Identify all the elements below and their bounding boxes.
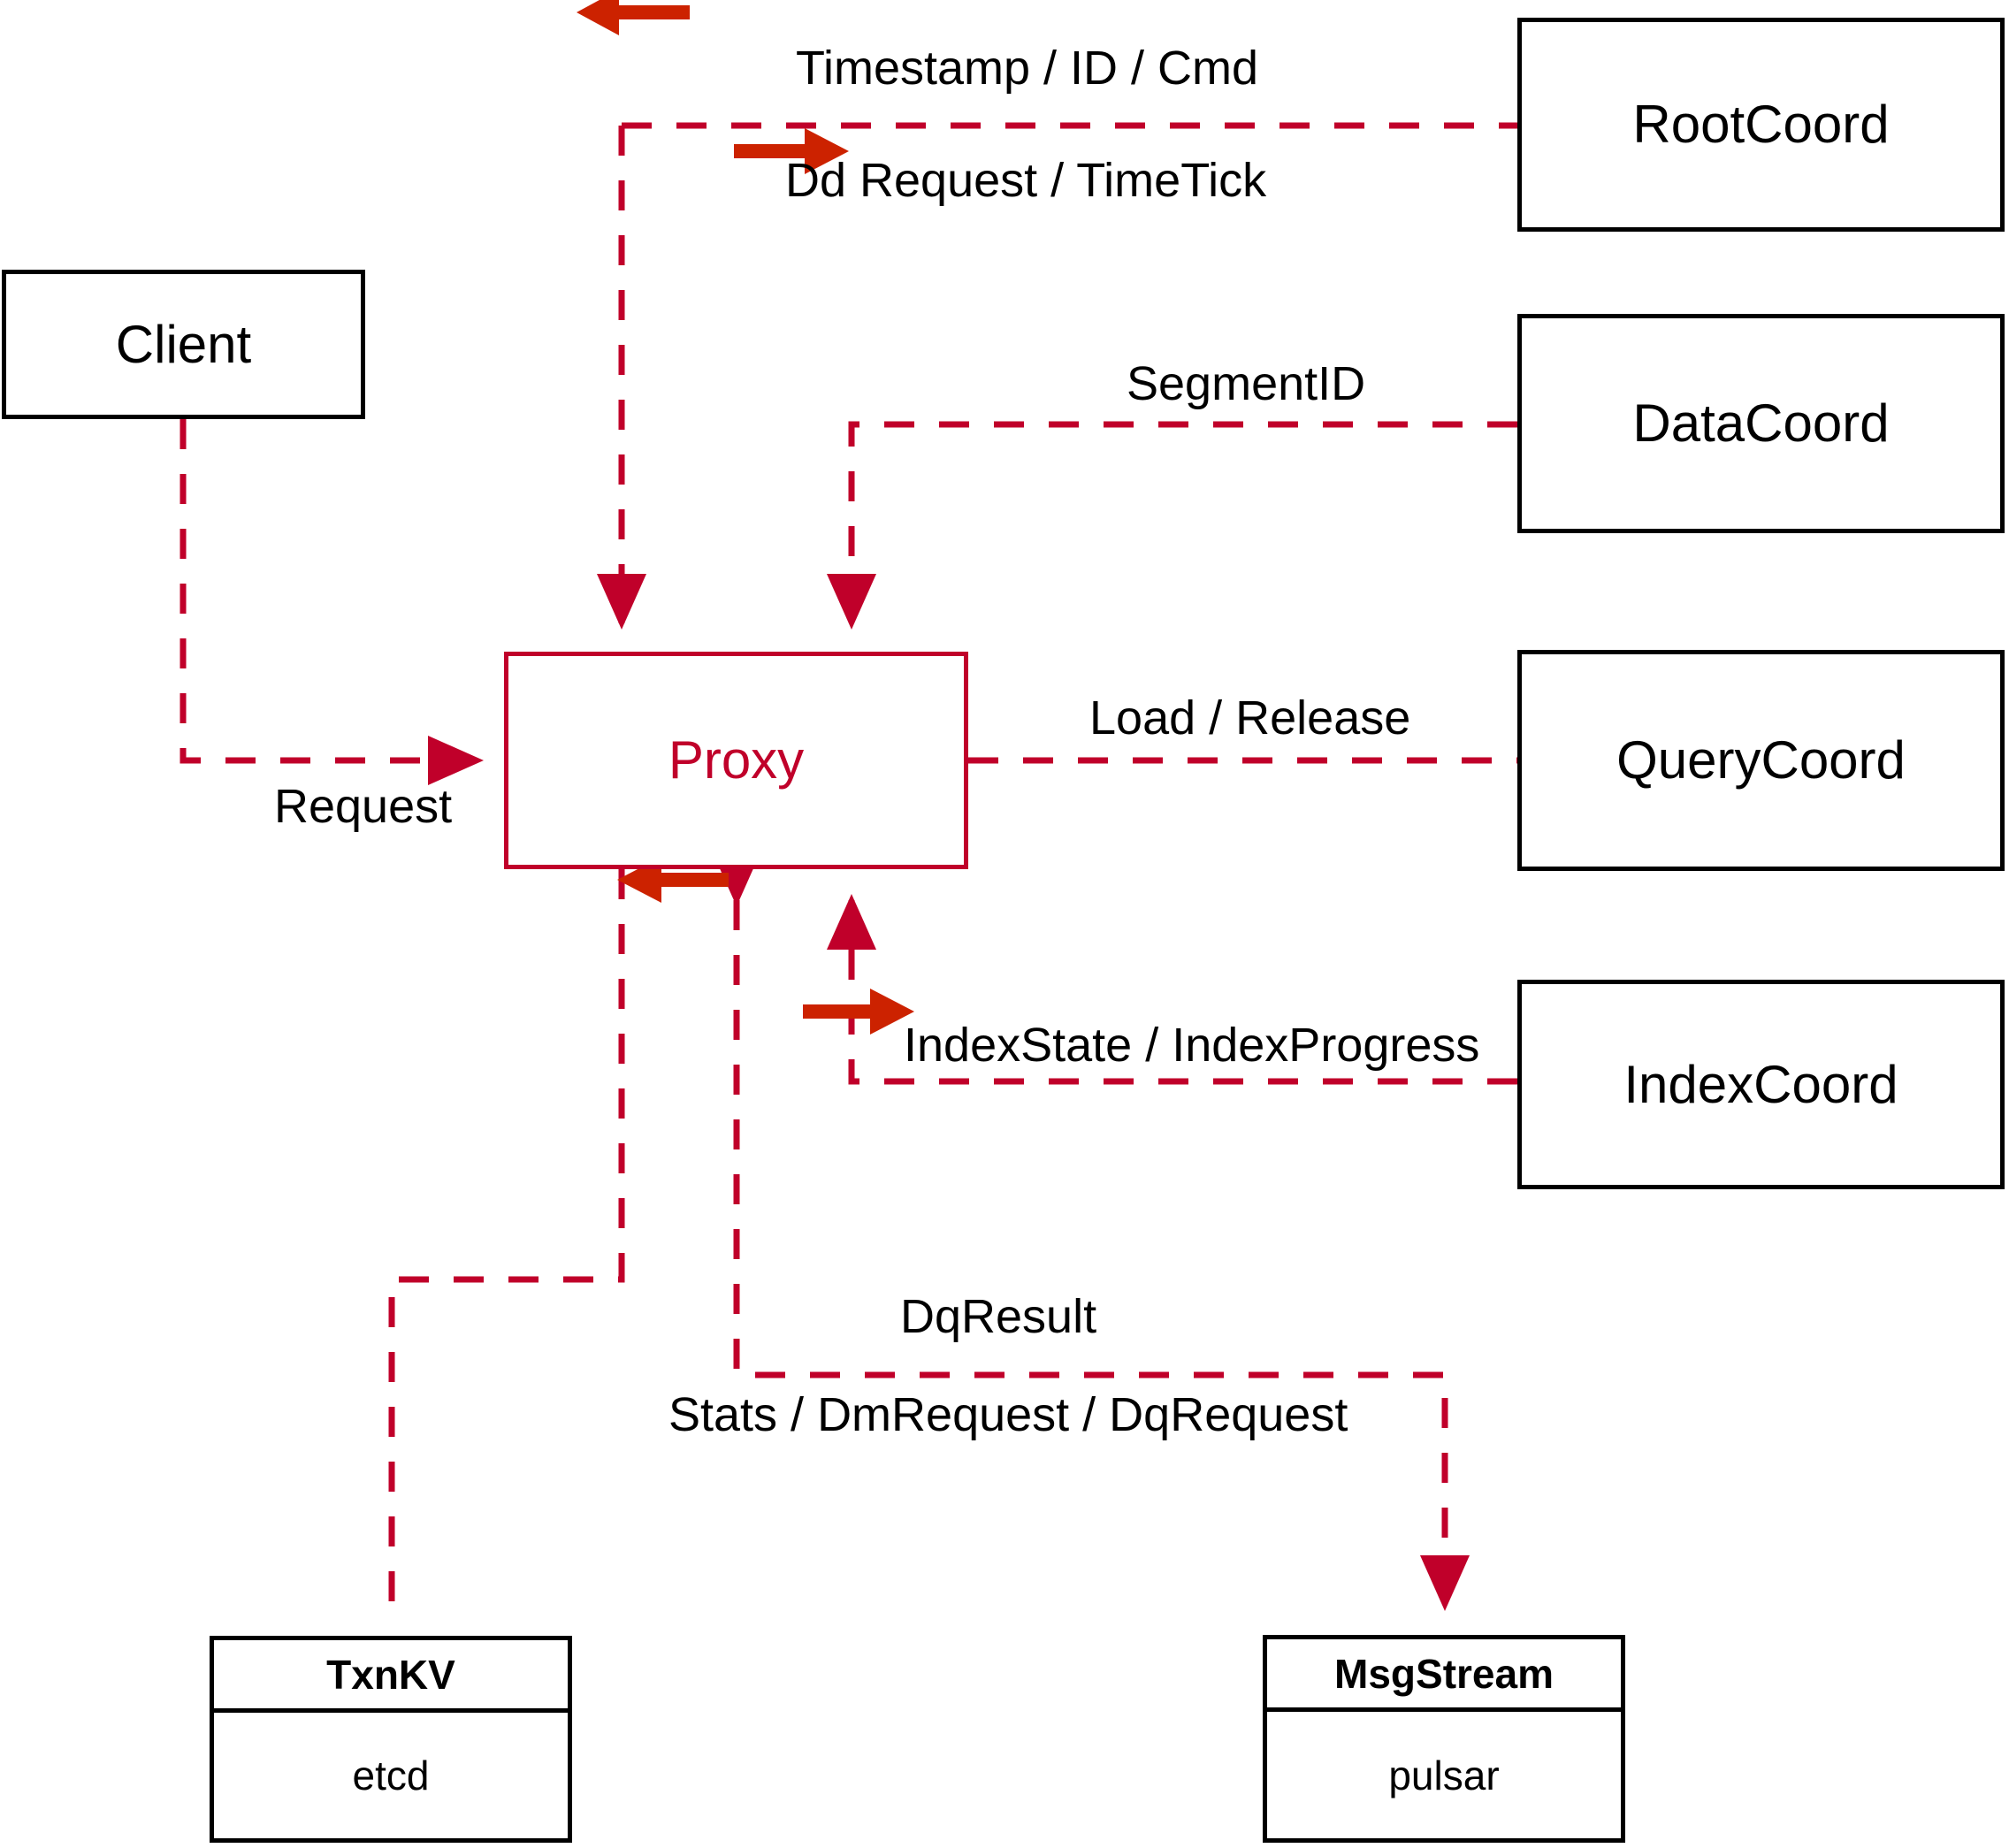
- edge-label-stats-dm-dq-request: Stats / DmRequest / DqRequest: [668, 1388, 1348, 1441]
- node-msgstream-impl: pulsar: [1388, 1752, 1500, 1798]
- wire-datacoord-to-proxy: [827, 421, 1517, 630]
- node-datacoord[interactable]: DataCoord: [1517, 314, 2005, 533]
- node-querycoord[interactable]: QueryCoord: [1517, 650, 2005, 871]
- edge-label-dd-request-timetick: Dd Request / TimeTick: [785, 154, 1267, 207]
- node-indexcoord[interactable]: IndexCoord: [1517, 980, 2005, 1189]
- wire-proxy-msgstream: [712, 851, 1470, 1611]
- node-msgstream-header: MsgStream: [1267, 1639, 1621, 1712]
- edge-label-timestamp-id-cmd: Timestamp / ID / Cmd: [796, 42, 1259, 95]
- arrow-right-icon-statsrequest: [803, 989, 914, 1035]
- node-indexcoord-label: IndexCoord: [1623, 1054, 1898, 1114]
- arrow-right-icon-ddrequest: [734, 128, 849, 174]
- node-txnkv-body: etcd: [214, 1713, 568, 1838]
- node-rootcoord[interactable]: RootCoord: [1517, 18, 2005, 232]
- node-proxy-label: Proxy: [668, 730, 805, 790]
- wire-client-to-proxy: [180, 419, 484, 785]
- node-txnkv[interactable]: TxnKV etcd: [210, 1636, 572, 1843]
- direction-arrow-group: [577, 0, 914, 1035]
- edge-label-segment-id: SegmentID: [1127, 357, 1366, 410]
- node-rootcoord-label: RootCoord: [1632, 95, 1890, 154]
- node-client[interactable]: Client: [2, 270, 365, 419]
- arrow-left-icon-timestamp: [577, 0, 690, 35]
- node-msgstream-title: MsgStream: [1334, 1650, 1554, 1697]
- edge-label-dq-result: DqResult: [900, 1290, 1097, 1343]
- edge-label-index-state-progress: IndexState / IndexProgress: [904, 1019, 1480, 1072]
- node-txnkv-header: TxnKV: [214, 1640, 568, 1713]
- edge-label-load-release: Load / Release: [1089, 691, 1411, 745]
- edge-label-request: Request: [274, 780, 453, 833]
- node-txnkv-impl: etcd: [352, 1753, 430, 1798]
- node-msgstream-body: pulsar: [1267, 1712, 1621, 1838]
- node-datacoord-label: DataCoord: [1632, 393, 1890, 453]
- node-client-label: Client: [115, 314, 252, 374]
- node-msgstream[interactable]: MsgStream pulsar: [1263, 1635, 1625, 1843]
- node-txnkv-title: TxnKV: [326, 1651, 455, 1698]
- node-querycoord-label: QueryCoord: [1616, 730, 1906, 790]
- node-proxy[interactable]: Proxy: [504, 652, 968, 869]
- wire-proxy-to-txnkv: [388, 869, 625, 1605]
